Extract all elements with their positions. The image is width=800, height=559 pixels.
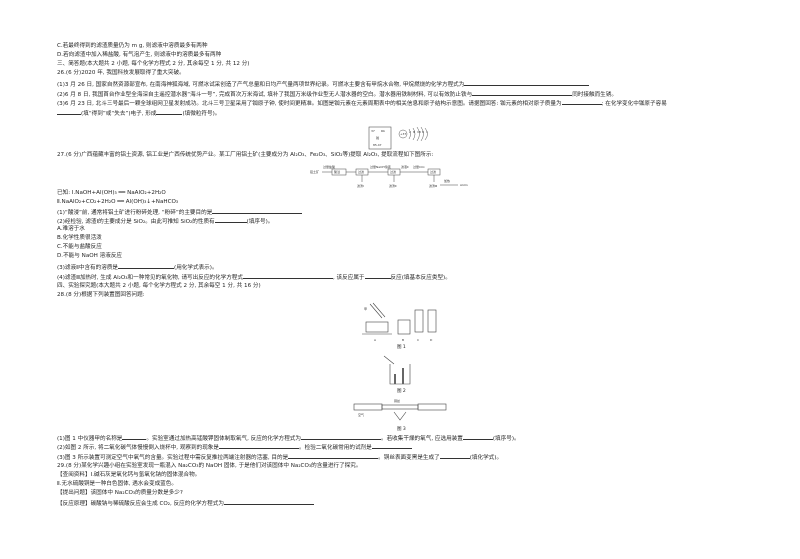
fig3-label-air: 空气 [358, 412, 364, 417]
element-symbol: Rb [381, 129, 385, 133]
shell-count-2: 8 [413, 130, 415, 134]
shell-count-3: 18 [417, 130, 421, 134]
q29-question: 【提出问题】该固体中 Na₂CO₃的质量分数是多少? [57, 490, 183, 496]
flow-filter-2: 过滤 [390, 169, 396, 174]
flow-add-naoh: 过量NaOH溶液 [370, 164, 391, 169]
flow-add-co2: 过量CO₂ [413, 164, 425, 169]
q27-part4: (4)滤渣Ⅲ加热时, 生成 Al₂O₃和一种常见的氧化物, 请写出反应的化学方程… [57, 275, 451, 281]
shell-arc-2 [412, 127, 416, 141]
flow-residue3: 滤渣Ⅲ [429, 183, 437, 188]
q29-title: 29.(8 分)某化学兴趣小组在实验室发现一瓶混入 Na₂CO₃的 NaOH 固… [57, 463, 362, 469]
atomic-mass: 85.47 [373, 143, 382, 147]
fig2-candle-tall [402, 368, 404, 384]
q26-part2: (2)6 月 8 日, 我国首台作业型全海深自主遥控潜水器“海斗一号”, 完成首… [57, 92, 617, 98]
fig1-bottle-d [427, 309, 437, 333]
fig1-label-c: C [417, 338, 419, 342]
q29-info-2: Ⅱ.无水硫酸铜是一种白色固体, 遇水会变成蓝色。 [57, 481, 177, 487]
q26-part3: (3)6 月 23 日, 北斗三号最后一颗全球组网卫星发射成功。北斗三号卫星采用… [57, 101, 667, 107]
q27-option-a: A.难溶于水 [57, 226, 85, 232]
element-card [368, 126, 392, 150]
fig1-test-tube-wall [372, 302, 386, 318]
q27-part2: (2)经检验, 滤渣Ⅰ的主要成分是 SiO₂。由此可推知 SiO₂的性质有(填序… [57, 219, 274, 225]
flow-residue1: 滤渣Ⅰ [357, 183, 364, 188]
shell-count-5: 1 [426, 130, 428, 134]
flow-excess-acid: 过量盐酸 [323, 164, 335, 169]
q29-principle: 【反应原理】碳酸钠与稀硫酸反应会生成 CO₂, 反应的化学方程式为 [57, 499, 314, 508]
q27-title: 27.(6 分)广西蕴藏丰富的铝土资源, 铝工业是广西传统优势产业。某工厂用铝土… [57, 152, 434, 158]
nucleus-charge: +37 [400, 132, 406, 136]
fig2-beaker [389, 364, 411, 385]
fig1-burner [365, 321, 389, 333]
fig1-test-tube [369, 303, 383, 319]
atomic-number: 37 [371, 129, 375, 133]
fig1-trough [397, 319, 411, 335]
fig3-right-syringe [417, 403, 447, 411]
q27-option-b: B.化学性质很活泼 [57, 235, 102, 241]
flow-product: Al₂O₃ [460, 183, 468, 187]
fig1-label-d: D [430, 338, 433, 342]
figure-3-oxygen-measurement: 铜丝 空气 [353, 398, 447, 421]
flow-filter-1: 过滤 [358, 169, 364, 174]
q28-part3: (3)图 3 所示装置可测定空气中氧气的含量。实验过程中需反复推拉两端注射器的活… [57, 455, 503, 461]
fig3-glass-tube [381, 404, 419, 410]
q27-known-1: 已知: Ⅰ.NaOH+Al(OH)₃ ══ NaAlO₂+2H₂O [57, 190, 166, 196]
option-c: C.若最终得到的滤渣质量仍为 m g, 则滤液中溶质最多有两种 [57, 43, 208, 49]
flow-ore: 铝土矿 [310, 169, 319, 174]
element-name: 铷 [376, 135, 379, 140]
fig1-label-jia: 甲 [364, 307, 367, 311]
flow-heat: 加热 [444, 178, 450, 183]
q27-option-d: D.不能与 NaOH 溶液反应 [57, 253, 123, 259]
fig2-pouring-beaker [383, 355, 395, 365]
fig2-candle-short [394, 374, 396, 384]
figure-1-apparatus: 甲 A B C D [362, 302, 437, 342]
section-three-heading: 三、简答题(本大题共 2 小题, 每个化学方程式 2 分, 其余每空 1 分, … [57, 61, 250, 67]
fig1-label-b: B [402, 338, 404, 342]
rubidium-figure: 37 Rb 铷 85.47 +37 2 8 18 8 1 [368, 126, 428, 150]
q27-known-2: Ⅱ.NaAlO₂+CO₂+2H₂O ══ Al(OH)₃↓+NaHCO₃ [57, 199, 179, 205]
fig1-bottle-c [414, 309, 424, 333]
q27-part3: (3)滤液Ⅱ中含有的溶质是(用化学式表示)。 [57, 265, 218, 271]
flow-acid-leach: 酸浸 [334, 169, 340, 174]
q29-info-1: 【查阅资料】Ⅰ.碱石灰是氧化钙与氢氧化钠的固体混合物。 [57, 472, 201, 478]
flow-residue2: 滤渣Ⅱ [389, 183, 397, 188]
fig1-label-a: A [374, 338, 377, 342]
q26-part3-cont: (填“得到”或“失去”)电子, 形成(填微粒符号)。 [57, 109, 220, 118]
extraction-flowchart: 铝土矿 过量盐酸 酸浸 过滤 滤渣Ⅰ 过量NaOH溶液 过滤 滤渣Ⅱ 滤液Ⅱ 过… [310, 164, 468, 188]
flow-filter-3: 过滤 [430, 169, 436, 174]
shell-count-4: 8 [422, 130, 424, 134]
flow-filtrate2: 滤液Ⅱ [401, 164, 409, 169]
shell-arc-1 [408, 128, 411, 140]
nucleus-circle [398, 129, 408, 139]
section-four-heading: 四、实验探究题(本大题共 2 小题, 每个化学方程式 2 分, 其余每空 1 分… [57, 283, 261, 289]
shell-arc-3 [416, 126, 420, 142]
q27-option-c: C.不能与盐酸反应 [57, 244, 102, 250]
figure-2-caption: 图 2 [397, 389, 406, 394]
shell-count-1: 2 [409, 130, 411, 134]
q28-part1: (1)图 1 中仪器甲的名称是。实验室通过加热高锰酸钾固体制取氧气, 反应的化学… [57, 436, 520, 442]
fig3-label-copper: 铜丝 [394, 398, 400, 403]
q27-part1: (1)“酸浸”前, 通常将铝土矿进行粉碎处理, “粉碎”的主要目的是 [57, 208, 303, 217]
shell-arc-4 [420, 126, 424, 142]
option-d: D.若向滤渣中加入稀盐酸, 有气泡产生, 则滤液中的溶质最多有两种 [57, 52, 222, 58]
figure-2-candles [383, 355, 411, 385]
fig3-left-syringe [353, 403, 383, 411]
q26-part1: (1)3 月 26 日, 国家自然资源部宣布, 在南海神狐海域, 可燃冰试采创造… [57, 80, 590, 89]
figure-1-caption: 图 1 [397, 345, 406, 350]
q28-title: 28.(8 分)根据下列装置图回答问题: [57, 292, 145, 298]
figure-3-caption: 图 3 [397, 427, 406, 432]
fig3-burner [393, 411, 407, 421]
q28-part2: (2)如图 2 所示, 将二氧化碳气体慢慢倒入烧杯中, 观察到的现象是。检验二氧… [57, 443, 412, 452]
q26-title: 26.(6 分)2020 年, 我国科技发展取得了重大突破。 [57, 70, 185, 76]
shell-arc-5 [424, 127, 428, 141]
